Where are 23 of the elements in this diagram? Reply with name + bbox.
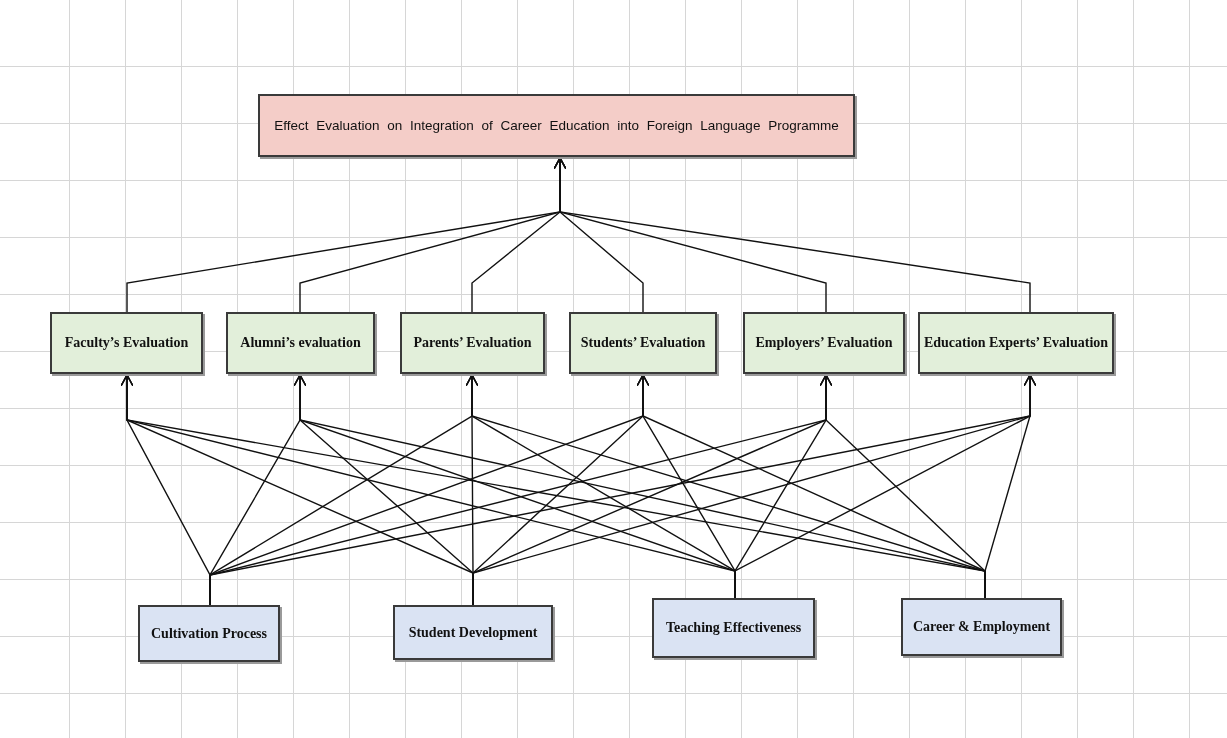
criterion-box: [393, 605, 553, 660]
box-label: Education Experts’ Evaluation: [923, 335, 1109, 351]
evaluator-box: [400, 312, 545, 374]
box-label: Cultivation Process: [151, 625, 267, 642]
box-label: Faculty’s Evaluation: [64, 335, 189, 351]
evaluator-box: [743, 312, 905, 374]
evaluator-box: [569, 312, 717, 374]
box-label: Effect Evaluation on Integration of Career Education into Foreign Language Programme: [274, 118, 839, 133]
evaluator-box: [226, 312, 375, 374]
box-label: Parents’ Evaluation: [413, 335, 532, 351]
box-label: Student Development: [408, 624, 538, 641]
goal-box: [258, 94, 855, 157]
box-label: Teaching Effectiveness: [665, 620, 802, 636]
evaluator-box: [50, 312, 203, 374]
box-label: Students’ Evaluation: [580, 335, 706, 351]
criterion-box: [652, 598, 815, 658]
box-label: Career & Employment: [912, 619, 1051, 635]
box-label: Alumni’s evaluation: [240, 335, 361, 351]
arrow: [553, 157, 1031, 313]
criterion-box: [901, 598, 1062, 656]
evaluator-box: [918, 312, 1114, 374]
criterion-box: [138, 605, 280, 662]
box-label: Employers’ Evaluation: [755, 335, 893, 351]
